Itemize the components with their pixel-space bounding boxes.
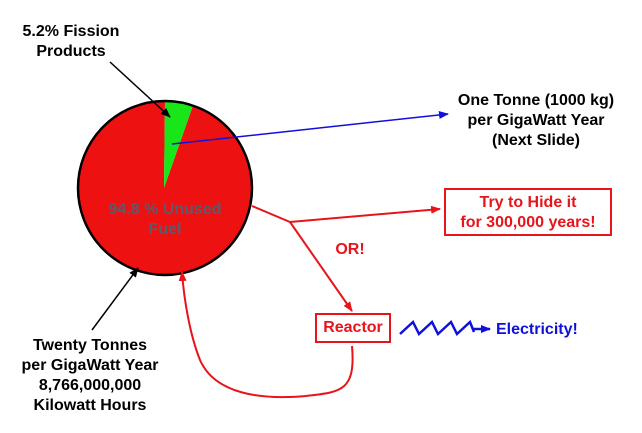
pie-inner-label: 94.8 % Unused Fuel <box>80 200 250 240</box>
hide-it-box: Try to Hide it for 300,000 years! <box>444 188 612 236</box>
pie-slice-unused-fuel <box>78 101 253 275</box>
twenty-tonnes-label-line: Kilowatt Hours <box>33 397 147 414</box>
one-tonne-label-line: (Next Slide) <box>491 132 580 149</box>
fuel-pie-chart <box>76 99 254 277</box>
pie-slice-fission-products <box>164 101 193 188</box>
twenty-tonnes-label: Twenty Tonnes per GigaWatt Year 8,766,00… <box>8 336 172 416</box>
twenty-tonnes-label-line: Twenty Tonnes <box>32 337 148 354</box>
fission-products-label: 5.2% Fission Products <box>4 22 138 62</box>
one-tonne-label: One Tonne (1000 kg) per GigaWatt Year (N… <box>436 91 636 151</box>
pie-inner-label-line: 94.8 % Unused <box>108 201 222 218</box>
one-tonne-arrow <box>171 110 449 145</box>
recycle-loop-arrow <box>178 271 354 399</box>
one-tonne-label-line: One Tonne (1000 kg) <box>457 92 615 109</box>
or-label: OR! <box>335 241 365 258</box>
twenty-tonnes-arrow <box>91 267 139 331</box>
one-tonne-label-line: per GigaWatt Year <box>467 112 605 129</box>
fission-pointer-arrow <box>109 61 171 118</box>
hide-box-line: Try to Hide it <box>479 194 577 211</box>
twenty-tonnes-label-line: per GigaWatt Year <box>21 357 159 374</box>
hide-arrow-path <box>251 205 441 224</box>
twenty-tonnes-label-line: 8,766,000,000 <box>38 377 142 394</box>
reactor-arrow <box>289 221 353 312</box>
fission-label-line: 5.2% Fission <box>22 23 120 40</box>
pie-inner-label-line: Fuel <box>148 221 182 238</box>
electricity-zigzag <box>399 319 476 337</box>
electricity-label: Electricity! <box>496 321 578 338</box>
pie-outline <box>76 99 254 277</box>
hide-box-line: for 300,000 years! <box>460 214 596 231</box>
fission-label-line: Products <box>36 43 106 60</box>
reactor-box: Reactor <box>315 313 391 343</box>
